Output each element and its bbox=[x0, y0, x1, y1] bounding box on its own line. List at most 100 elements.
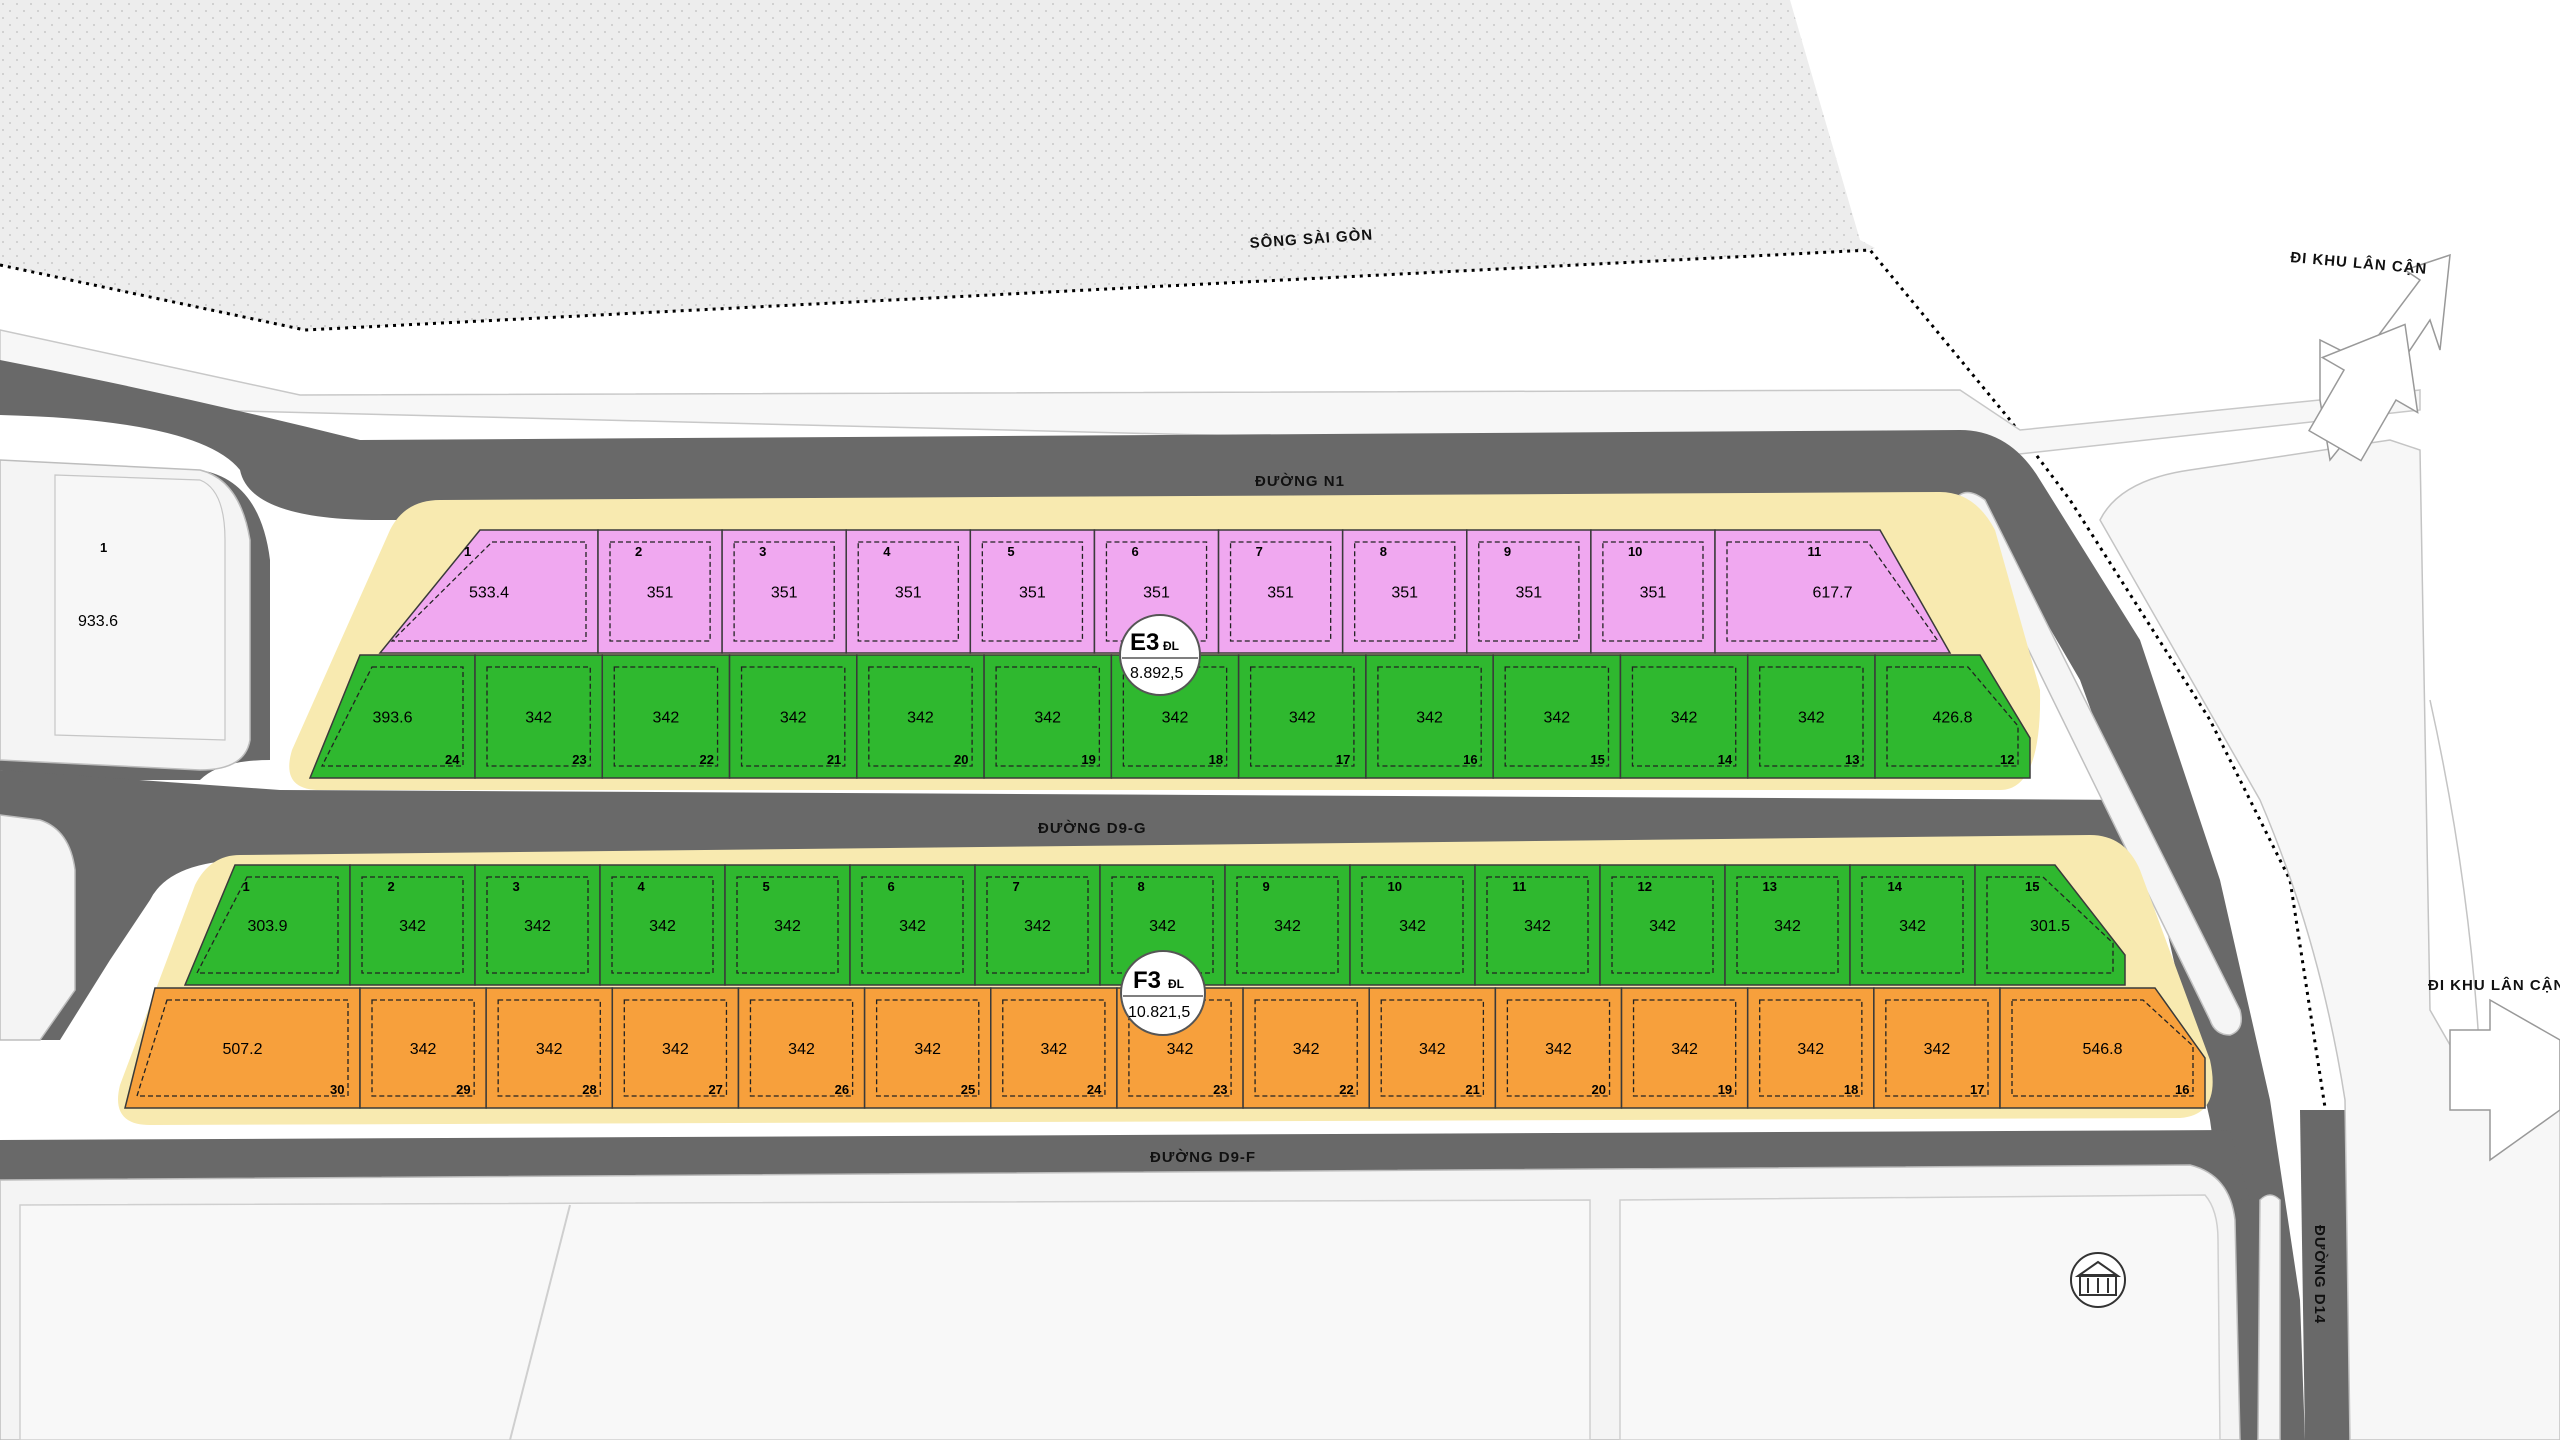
lot-area: 342 bbox=[1774, 918, 1801, 935]
lot-setback bbox=[981, 541, 1084, 642]
lot-cell: 24 342 bbox=[990, 987, 1118, 1109]
lot-setback bbox=[1380, 999, 1485, 1097]
lot-area: 342 bbox=[410, 1041, 437, 1058]
e3-code: E3 bbox=[1130, 629, 1159, 656]
bottom-lot-divider bbox=[509, 1204, 571, 1440]
lot-number: 11 bbox=[1808, 544, 1822, 559]
e3-total-area: 8.892,5 bbox=[1130, 665, 1183, 682]
lot-setback bbox=[1861, 876, 1964, 974]
lot-number: 7 bbox=[1013, 879, 1020, 894]
lot-area: 342 bbox=[1293, 1041, 1320, 1058]
lot-number: 2 bbox=[388, 879, 395, 894]
lot-area: 351 bbox=[1019, 585, 1046, 602]
bottom-lot-right bbox=[1619, 1194, 2221, 1440]
lot-cell: 29 342 bbox=[359, 987, 487, 1109]
exit-arrow-right bbox=[2449, 998, 2560, 1162]
lot-setback bbox=[1759, 999, 1863, 1097]
lot-setback bbox=[613, 666, 719, 767]
e3-suffix: ĐL bbox=[1163, 639, 1179, 653]
lot-setback bbox=[1736, 876, 1839, 974]
lot-cell: 25 342 bbox=[863, 987, 992, 1109]
lot-number: 29 bbox=[456, 1082, 470, 1097]
river-hatch bbox=[0, 0, 1875, 330]
lot-number: 18 bbox=[1209, 752, 1223, 767]
lot-setback bbox=[1105, 541, 1208, 642]
lot-area: 342 bbox=[1798, 710, 1825, 727]
lot-area: 342 bbox=[1289, 710, 1316, 727]
lot-setback bbox=[1506, 999, 1611, 1097]
lot-area: 342 bbox=[653, 710, 680, 727]
lot-number: 17 bbox=[1336, 752, 1350, 767]
lot-number: 17 bbox=[1970, 1082, 1984, 1097]
f3-total-area: 10.821,5 bbox=[1128, 1004, 1190, 1021]
upper-sidewalk bbox=[0, 329, 2421, 456]
lot-number: 2 bbox=[635, 544, 642, 559]
lot-setback bbox=[1986, 876, 2114, 974]
lot-area: 342 bbox=[774, 918, 801, 935]
road-d9g bbox=[0, 770, 2160, 1040]
lot-number: 19 bbox=[1718, 1082, 1732, 1097]
lot-area: 351 bbox=[1640, 585, 1667, 602]
lot-setback bbox=[320, 666, 464, 767]
lot-area: 342 bbox=[914, 1041, 941, 1058]
block-f3-lots: 1303.92342334243425342634273428342934210… bbox=[124, 864, 2206, 1109]
bottom-lot-left bbox=[19, 1199, 1591, 1440]
lot-setback bbox=[1504, 666, 1610, 767]
lot-setback bbox=[1611, 876, 1714, 974]
lot-area: 351 bbox=[895, 585, 922, 602]
lot-number: 30 bbox=[330, 1082, 344, 1097]
lot-area: 617.7 bbox=[1812, 585, 1852, 602]
lot-number: 24 bbox=[1087, 1082, 1102, 1097]
lot-cell: 11 617.7 bbox=[1714, 529, 1952, 654]
f3-suffix: ĐL bbox=[1168, 977, 1184, 991]
lot-number: 13 bbox=[1845, 752, 1859, 767]
lot-parcel bbox=[1999, 987, 2206, 1109]
lot-number: 12 bbox=[1638, 879, 1652, 894]
road-d14 bbox=[2300, 1110, 2350, 1440]
lot-setback bbox=[736, 876, 839, 974]
lot-number: 19 bbox=[1081, 752, 1095, 767]
lot-setback bbox=[1632, 999, 1737, 1097]
lot-number: 21 bbox=[827, 752, 841, 767]
lot-setback bbox=[857, 541, 959, 642]
lot-area: 342 bbox=[907, 710, 934, 727]
lot-setback bbox=[195, 876, 339, 974]
lot-area: 342 bbox=[1671, 1041, 1698, 1058]
lot-setback bbox=[390, 541, 587, 642]
lot-setback bbox=[1478, 541, 1580, 642]
lot-number: 5 bbox=[763, 879, 770, 894]
lot-area: 342 bbox=[899, 918, 926, 935]
lot-number: 20 bbox=[954, 752, 968, 767]
lot-number: 8 bbox=[1138, 879, 1145, 894]
median-strip bbox=[1954, 491, 2242, 1036]
lot-setback bbox=[1111, 876, 1214, 974]
exit-arrow-top-shape bbox=[2307, 323, 2419, 462]
lot-area: 393.6 bbox=[372, 710, 412, 727]
lot-number: 10 bbox=[1628, 544, 1642, 559]
lot-area: 342 bbox=[1040, 1041, 1067, 1058]
left-lot-inner bbox=[54, 474, 226, 741]
building-icon bbox=[2070, 1252, 2126, 1308]
lot-parcel bbox=[1714, 529, 1952, 654]
lot-area: 351 bbox=[1267, 585, 1294, 602]
lot-area: 342 bbox=[1149, 918, 1176, 935]
lot-number: 25 bbox=[961, 1082, 975, 1097]
lot-setback bbox=[733, 541, 835, 642]
lot-number: 8 bbox=[1380, 544, 1387, 559]
lot-setback bbox=[1886, 666, 2019, 767]
lot-setback bbox=[1361, 876, 1464, 974]
lot-area: 342 bbox=[536, 1041, 563, 1058]
